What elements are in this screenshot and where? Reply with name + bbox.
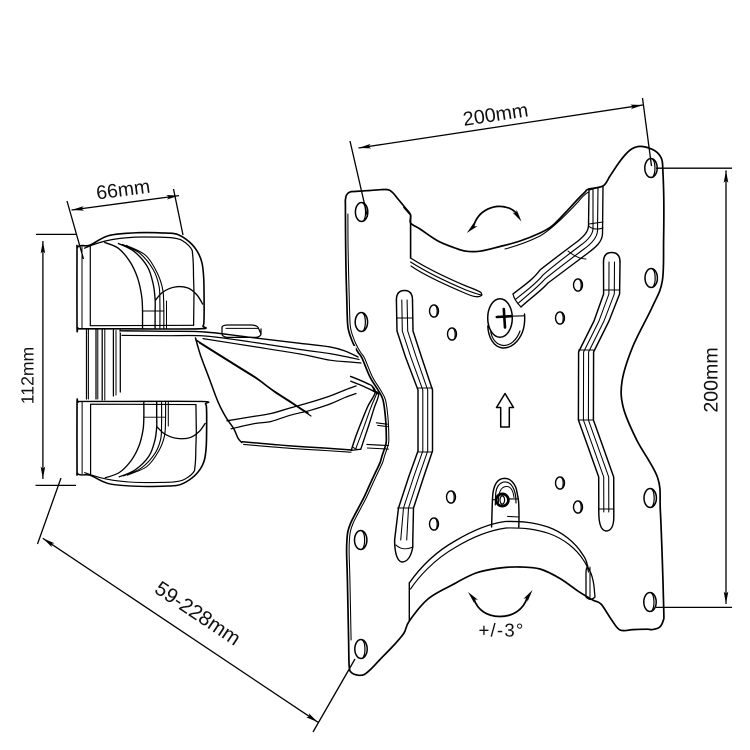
svg-text:+/-3°: +/-3° xyxy=(479,620,525,641)
svg-text:112mm: 112mm xyxy=(18,347,38,404)
svg-text:200mm: 200mm xyxy=(701,347,723,412)
